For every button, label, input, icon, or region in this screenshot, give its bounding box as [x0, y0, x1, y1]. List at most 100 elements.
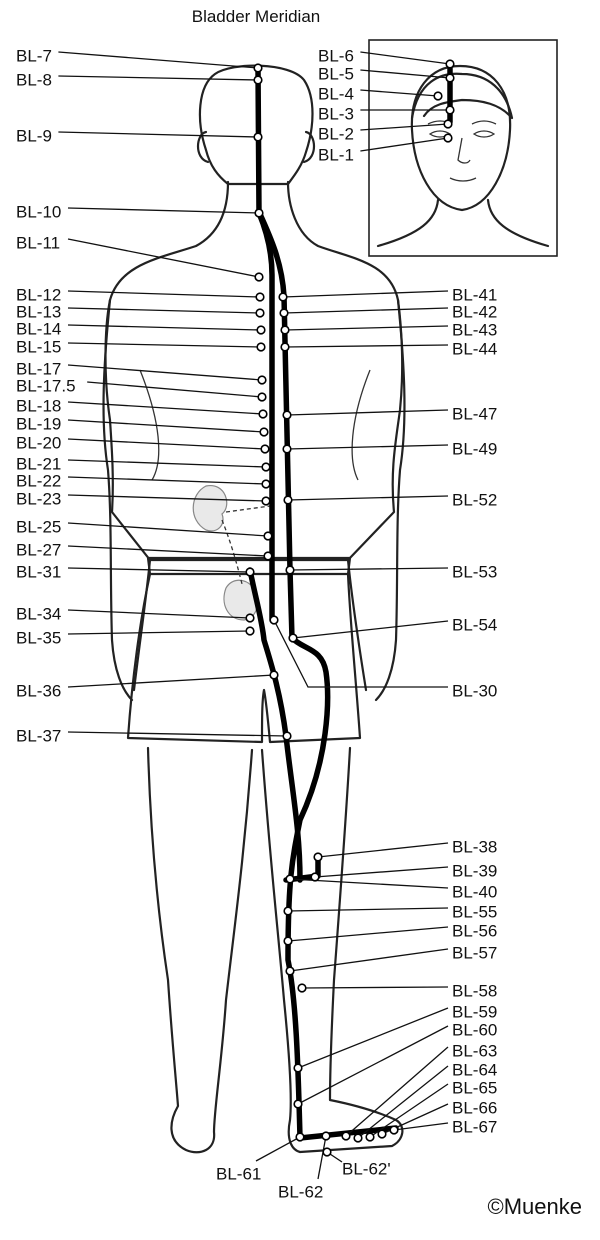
leader-bl-13 [67, 307, 261, 314]
meridian-path-4 [247, 567, 303, 883]
acupoint-bl-40 [285, 874, 295, 884]
leader-bl-10 [67, 207, 260, 214]
leader-bl-47 [286, 409, 449, 416]
acupoint-bl-13 [255, 308, 265, 318]
acupoint-bl-57 [285, 966, 295, 976]
label-bl-41: BL-41 [452, 285, 497, 304]
leader-bl-11 [67, 238, 260, 278]
label-bl-62: BL-62 [278, 1182, 323, 1201]
acupoint-bl-9 [253, 132, 263, 142]
left-scapula [139, 369, 160, 481]
label-bl-23: BL-23 [16, 489, 61, 508]
leader-bl-22 [67, 476, 267, 485]
label-bl-39: BL-39 [452, 861, 497, 880]
leader-bl-30 [273, 619, 448, 688]
acupoint-bl-56 [283, 936, 293, 946]
leader-bl-27 [67, 545, 269, 557]
leader-bl-67 [393, 1122, 449, 1131]
leader-bl-35 [67, 630, 251, 635]
leader-bl-17-5 [87, 381, 263, 398]
label-bl-65: BL-65 [452, 1078, 497, 1097]
label-bl-57: BL-57 [452, 943, 497, 962]
leader-bl-23 [67, 494, 267, 502]
leader-bl-54 [292, 620, 449, 639]
acupoint-bl-19 [259, 427, 269, 437]
label-bl-2: BL-2 [318, 124, 354, 143]
label-bl-17-5: BL-17.5 [16, 376, 76, 395]
leader-bl-38 [317, 842, 449, 858]
label-bl-27: BL-27 [16, 540, 61, 559]
label-bl-44: BL-44 [452, 339, 497, 358]
leader-bl-64 [357, 1065, 449, 1139]
acupoint-bl-25 [263, 531, 273, 541]
acupoint-bl-23 [261, 496, 271, 506]
leader-bl-17 [67, 364, 263, 381]
acupoint-bl-63 [341, 1131, 351, 1141]
acupoint-bl-38 [313, 852, 323, 862]
acupoint-bl-10 [254, 208, 264, 218]
leader-bl-62 [317, 1135, 327, 1180]
label-bl-3: BL-3 [318, 104, 354, 123]
acupoint-bl-14 [256, 325, 266, 335]
acupoint-bl-44 [280, 342, 290, 352]
acupoint-bl-3 [445, 105, 455, 115]
leader-bl-61 [255, 1136, 301, 1162]
acupoint-bl-12 [255, 292, 265, 302]
copyright-credit: ©Muenke [488, 1194, 582, 1219]
leader-bl-53 [289, 567, 449, 571]
face-inset [368, 39, 558, 257]
leader-bl-4 [360, 89, 439, 97]
acupoint-bl-64 [353, 1133, 363, 1143]
leader-bl-57 [289, 948, 449, 972]
label-bl-14: BL-14 [16, 319, 61, 338]
acupoint-bl-34 [245, 613, 255, 623]
acupoint-bl-65 [365, 1132, 375, 1142]
acupoint-bl-17-5 [257, 392, 267, 402]
acupoint-bl-11 [254, 272, 264, 282]
label-bl-1: BL-1 [318, 145, 354, 164]
torso-outline [104, 180, 404, 562]
leader-bl-8 [58, 75, 259, 81]
acupoint-bl-53 [285, 565, 295, 575]
label-bl-37: BL-37 [16, 726, 61, 745]
left-leg [146, 746, 254, 1154]
leader-bl-15 [67, 342, 262, 348]
label-bl-10: BL-10 [16, 202, 61, 221]
left-arm [102, 298, 152, 702]
label-bl-60: BL-60 [452, 1020, 497, 1039]
label-bl-61: BL-61 [216, 1164, 261, 1183]
label-bl-18: BL-18 [16, 396, 61, 415]
acupoint-bl-41 [278, 292, 288, 302]
acupoint-bl-31 [245, 567, 255, 577]
label-bl-67: BL-67 [452, 1117, 497, 1136]
leader-bl-20 [67, 438, 266, 450]
kidney-shape [192, 485, 228, 532]
leader-lines [58, 51, 451, 1180]
leader-bl-55 [287, 907, 449, 912]
leader-bl-31 [67, 567, 251, 573]
acupoint-bl-58 [297, 983, 307, 993]
leader-bl-9 [58, 131, 259, 138]
leader-bl-1 [360, 137, 449, 152]
left-ear [196, 130, 210, 164]
label-bl-12: BL-12 [16, 285, 61, 304]
acupoint-bl-60 [293, 1099, 303, 1109]
face-inset-frame [368, 39, 558, 257]
acupoint-bl-22 [261, 479, 271, 489]
label-bl-56: BL-56 [452, 921, 497, 940]
label-bl-59: BL-59 [452, 1002, 497, 1021]
acupoint-bl-15 [256, 342, 266, 352]
label-bl-11: BL-11 [16, 233, 60, 252]
label-bl-53: BL-53 [452, 562, 497, 581]
leader-bl-56 [287, 926, 449, 942]
right-leg [260, 746, 404, 1154]
leader-bl-7 [58, 51, 259, 69]
leader-bl-14 [67, 324, 262, 331]
leader-bl-19 [67, 419, 265, 433]
label-bl-43: BL-43 [452, 320, 497, 339]
right-ear [302, 130, 316, 164]
leader-bl-41 [282, 290, 449, 298]
acupoint-bl-62 [321, 1131, 331, 1141]
acupoint-bl-55 [283, 906, 293, 916]
